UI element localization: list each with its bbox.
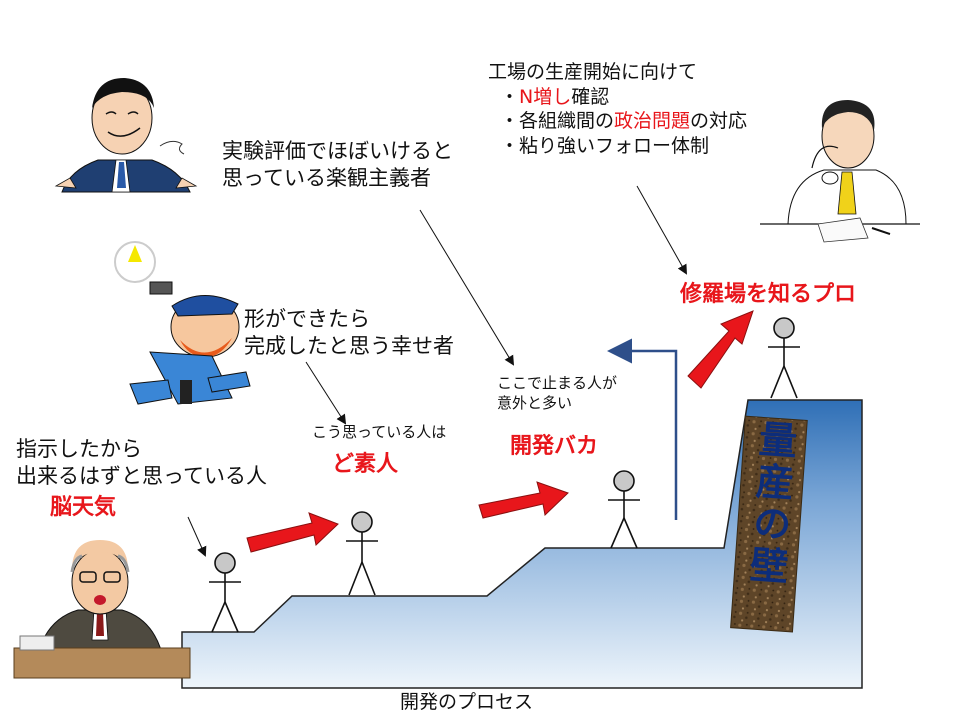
bullet-1-highlight: N増し bbox=[519, 85, 572, 108]
troubled-salaryman-illustration bbox=[760, 100, 920, 243]
happy-text: 形ができたら 完成したと思う幸せ者 bbox=[244, 306, 454, 361]
red-arrow-3 bbox=[687, 310, 754, 389]
red-arrow-1 bbox=[246, 512, 339, 553]
nobrainer-line-1: 指示したから bbox=[16, 437, 142, 461]
amateur-note: こう思っている人は bbox=[312, 423, 447, 441]
red-arrow-2 bbox=[478, 481, 569, 519]
happy-line-2: 完成したと思う幸せ者 bbox=[244, 334, 454, 359]
production-bullet-1: ・N増し確認 bbox=[488, 85, 747, 110]
optimist-line-2: 思っている楽観主義者 bbox=[222, 166, 431, 191]
pointer-nobrainer bbox=[187, 516, 207, 557]
production-title: 工場の生産開始に向けて bbox=[488, 61, 698, 83]
terrain bbox=[181, 399, 863, 689]
production-bullet-3: ・粘り強いフォロー体制 bbox=[500, 135, 710, 158]
production-bullet-2: ・各組織間の政治問題の対応 bbox=[488, 109, 747, 134]
dev-note: ここで止まる人が 意外と多い bbox=[497, 374, 617, 413]
bullet-1-suffix: 確認 bbox=[571, 85, 610, 108]
bullet-2-highlight: 政治問題 bbox=[614, 110, 691, 133]
stick-figure-2 bbox=[346, 511, 378, 596]
stick-figure-1 bbox=[209, 552, 241, 633]
stick-figure-4 bbox=[768, 317, 800, 399]
nobrainer-line-2: 出来るはずと思っている人 bbox=[16, 464, 267, 489]
blue-stop-arrow bbox=[607, 338, 678, 520]
dev-note-line-2: 意外と多い bbox=[497, 393, 573, 412]
happy-line-1: 形ができたら bbox=[244, 307, 370, 331]
dev-label: 開発バカ bbox=[510, 434, 599, 459]
nobrainer-label: 脳天気 bbox=[50, 495, 117, 520]
footer-caption: 開発のプロセス bbox=[400, 691, 534, 713]
optimist-line-1: 実験評価でほぼいけると bbox=[222, 139, 453, 163]
dev-note-line-1: ここで止まる人が bbox=[497, 374, 618, 392]
stick-figure-3 bbox=[608, 470, 640, 549]
policeman-illustration bbox=[114, 241, 251, 405]
pointer-production bbox=[636, 185, 687, 275]
production-block: 工場の生産開始に向けて ・N増し確認 ・各組織間の政治問題の対応 ・粘り強いフォ… bbox=[488, 60, 747, 159]
pointer-optimist bbox=[419, 209, 515, 366]
bullet-1-prefix: ・ bbox=[500, 85, 520, 108]
old-boss-illustration bbox=[13, 540, 191, 679]
pro-label: 修羅場を知るプロ bbox=[680, 282, 857, 307]
bullet-2-prefix: ・各組織間の bbox=[500, 110, 615, 133]
bullet-2-suffix: の対応 bbox=[690, 110, 748, 133]
pointer-happy bbox=[305, 361, 347, 425]
nobrainer-text: 指示したから 出来るはずと思っている人 bbox=[16, 436, 267, 491]
amateur-label: ど素人 bbox=[332, 452, 399, 477]
wall-band bbox=[730, 415, 808, 633]
optimist-businessman-illustration bbox=[54, 78, 198, 193]
optimist-text: 実験評価でほぼいけると 思っている楽観主義者 bbox=[222, 138, 453, 193]
